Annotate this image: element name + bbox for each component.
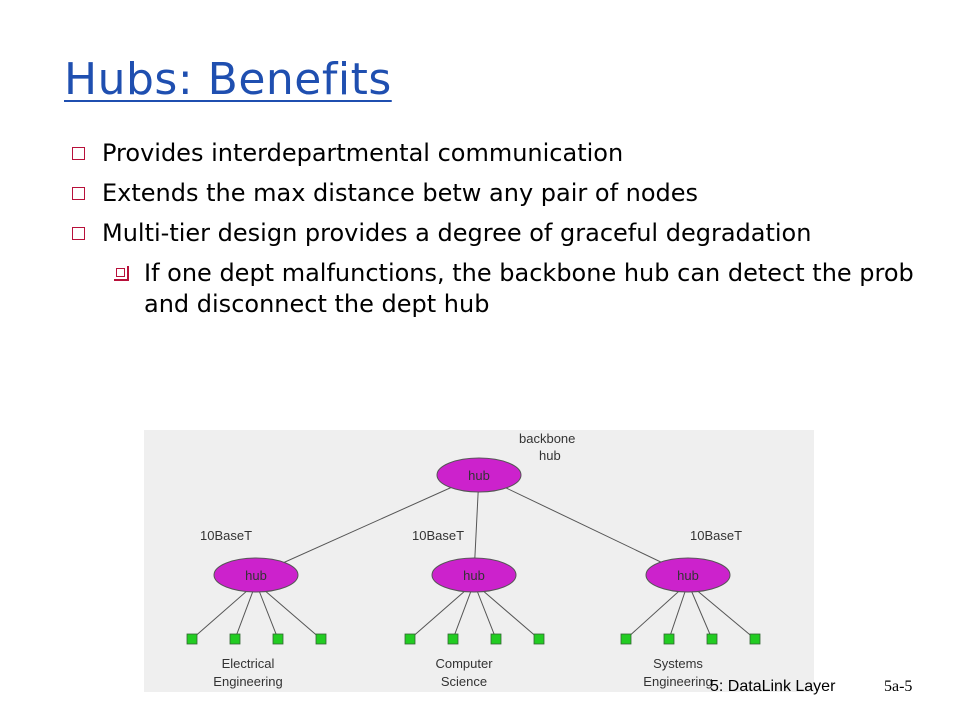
host-node-icon (706, 633, 718, 645)
dept-hub-node (213, 557, 299, 593)
bullet-item: Multi-tier design provides a degree of g… (70, 218, 930, 249)
dept-hub-node (645, 557, 731, 593)
dept-hub-node-label: hub (677, 568, 699, 583)
host-link-line (409, 582, 475, 640)
host-node-icon (272, 633, 284, 645)
slide-title: Hubs: Benefits (64, 54, 392, 105)
hub-topology-diagram: hub backbone hub 10BaseT 10BaseT 10BaseT… (144, 430, 814, 692)
footer-page-number: 5a-5 (884, 678, 913, 695)
bullet-list: Provides interdepartmental communication… (70, 138, 930, 329)
host-node-icon (749, 633, 761, 645)
host-node-icon (533, 633, 545, 645)
host-link-line (191, 582, 257, 640)
dept-name-line1: Computer (435, 656, 493, 671)
link-label: 10BaseT (412, 528, 464, 543)
bullet-text: Extends the max distance betw any pair o… (102, 179, 699, 207)
link-label: 10BaseT (200, 528, 252, 543)
host-node-icon (620, 633, 632, 645)
topology-svg: hub backbone hub 10BaseT 10BaseT 10BaseT… (186, 431, 761, 689)
backbone-hub-node-label: hub (468, 468, 490, 483)
link-label: 10BaseT (690, 528, 742, 543)
dept-name-line2: Engineering (213, 674, 282, 689)
dept-hub-node-label: hub (245, 568, 267, 583)
link-lines (191, 474, 756, 640)
dept-name-line1: Systems (653, 656, 703, 671)
host-link-line (473, 582, 540, 640)
host-node-icon (315, 633, 327, 645)
dept-name-line2: Engineering (643, 674, 712, 689)
host-node-icon (663, 633, 675, 645)
host-nodes (186, 633, 761, 645)
host-node-icon (229, 633, 241, 645)
host-link-line (255, 582, 322, 640)
dept-name-line2: Science (441, 674, 487, 689)
footer-chapter: 5: DataLink Layer (710, 678, 836, 695)
bullet-item: Provides interdepartmental communication (70, 138, 930, 169)
square-bullet-icon (72, 227, 85, 240)
backbone-label-line1: backbone (519, 431, 575, 446)
sub-bullet-item: If one dept malfunctions, the backbone h… (70, 258, 930, 320)
dept-name-line1: Electrical (222, 656, 275, 671)
backbone-link-line (255, 474, 480, 576)
bullet-text: Provides interdepartmental communication (102, 139, 624, 167)
host-node-icon (404, 633, 416, 645)
dept-hub-node-label: hub (463, 568, 485, 583)
bullet-text: Multi-tier design provides a degree of g… (102, 219, 812, 247)
sub-bullet-text: If one dept malfunctions, the backbone h… (144, 259, 914, 318)
square-bullet-icon (72, 147, 85, 160)
host-link-line (687, 582, 756, 640)
dept-hub-node (431, 557, 517, 593)
host-node-icon (447, 633, 459, 645)
host-node-icon (186, 633, 198, 645)
backbone-hub-node (436, 457, 522, 493)
host-link-line (625, 582, 689, 640)
shadow-square-bullet-icon (114, 266, 129, 281)
backbone-link-line (478, 474, 689, 576)
bullet-item: Extends the max distance betw any pair o… (70, 178, 930, 209)
square-bullet-icon (72, 187, 85, 200)
host-node-icon (490, 633, 502, 645)
backbone-label-line2: hub (539, 448, 561, 463)
